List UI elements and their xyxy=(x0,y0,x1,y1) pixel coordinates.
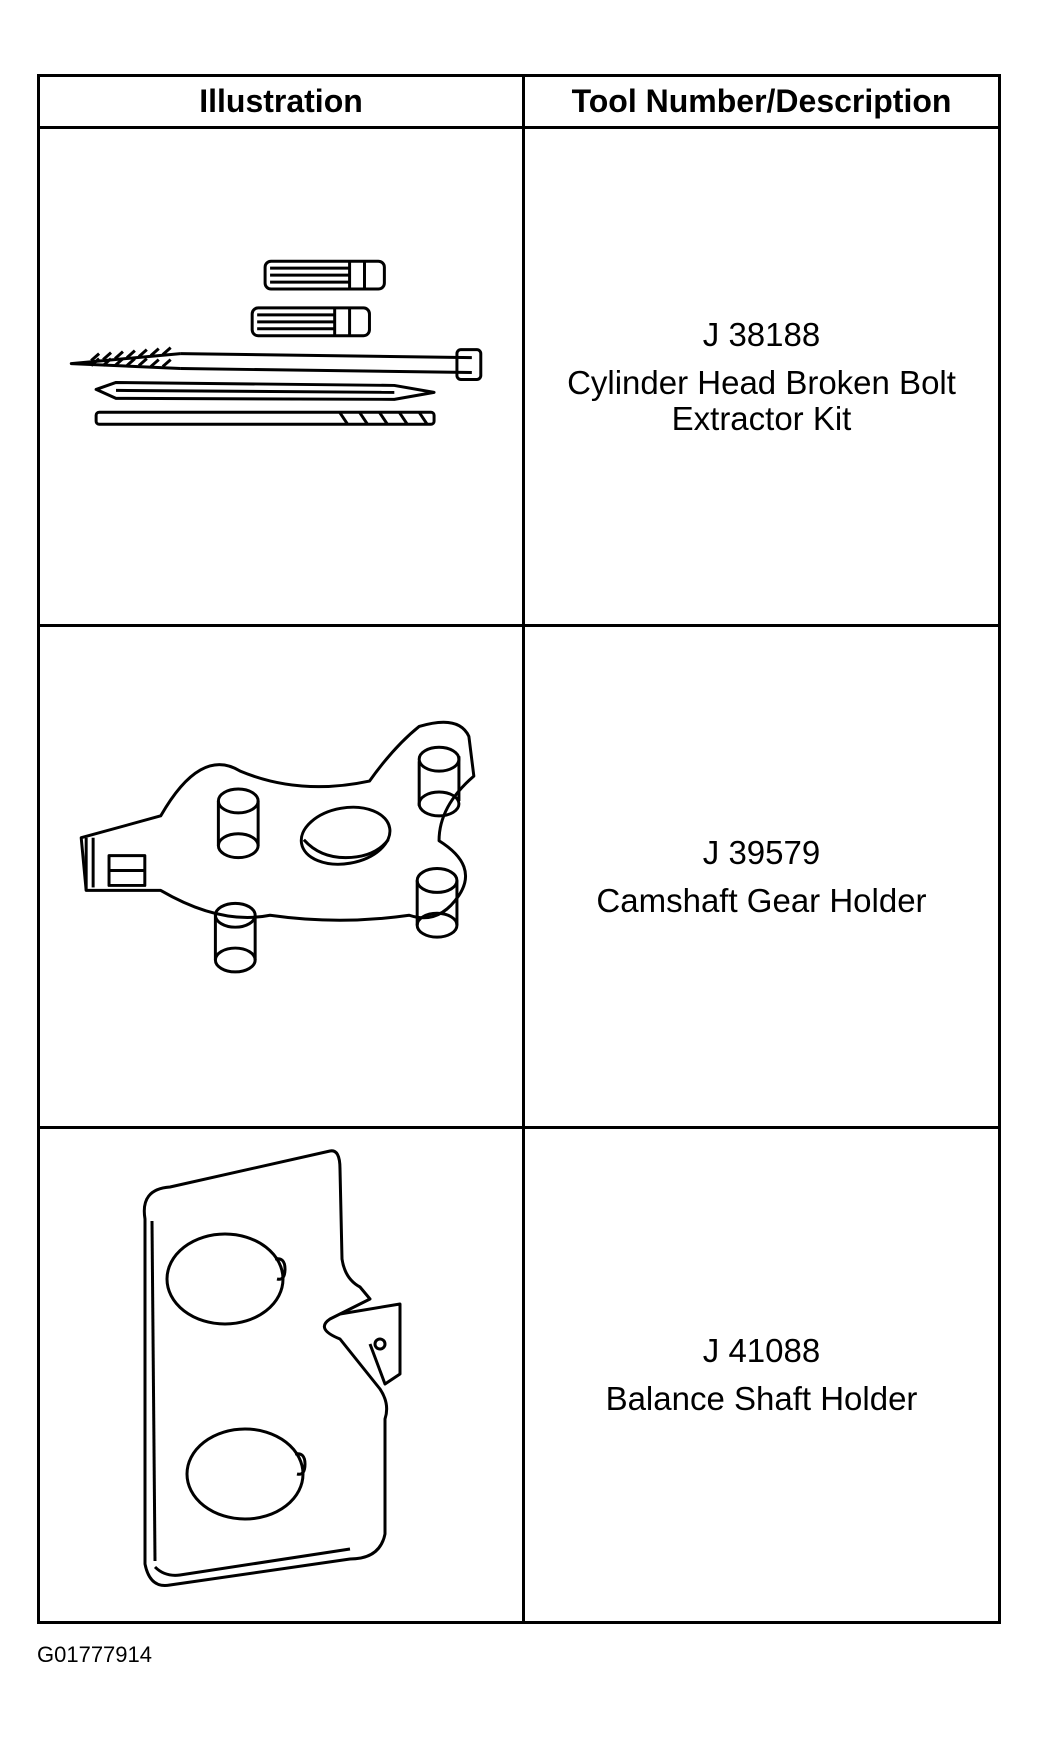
tool-number: J 39579 xyxy=(702,833,821,871)
table-row: J 38188 Cylinder Head Broken Bolt Extrac… xyxy=(40,129,998,627)
camshaft-gear-holder-drawing xyxy=(40,627,522,1126)
tool-description-cell: J 41088 Balance Shaft Holder xyxy=(525,1129,998,1621)
tool-number: J 38188 xyxy=(702,315,821,353)
column-divider xyxy=(522,77,525,1621)
tool-description-line1: Cylinder Head Broken Bolt xyxy=(567,363,956,401)
figure-id: G01777914 xyxy=(37,1642,152,1667)
tool-number: J 41088 xyxy=(702,1332,821,1369)
balance-shaft-holder-drawing xyxy=(40,1129,522,1621)
broken-bolt-extractor-kit-drawing xyxy=(40,129,522,624)
table-row: J 41088 Balance Shaft Holder xyxy=(40,1129,998,1621)
table-header-row: Illustration Tool Number/Description xyxy=(40,77,998,129)
header-illustration: Illustration xyxy=(199,83,363,119)
tool-description-cell: J 39579 Camshaft Gear Holder xyxy=(525,627,998,1126)
header-tool-number-description: Tool Number/Description xyxy=(571,83,952,119)
tool-description-line1: Camshaft Gear Holder xyxy=(596,881,927,919)
tool-table: Illustration Tool Number/Description xyxy=(37,74,1001,1624)
tool-description-line2: Extractor Kit xyxy=(671,399,852,437)
tool-description-cell: J 38188 Cylinder Head Broken Bolt Extrac… xyxy=(525,129,998,624)
tool-description-line1: Balance Shaft Holder xyxy=(605,1380,918,1417)
table-row: J 39579 Camshaft Gear Holder xyxy=(40,627,998,1129)
